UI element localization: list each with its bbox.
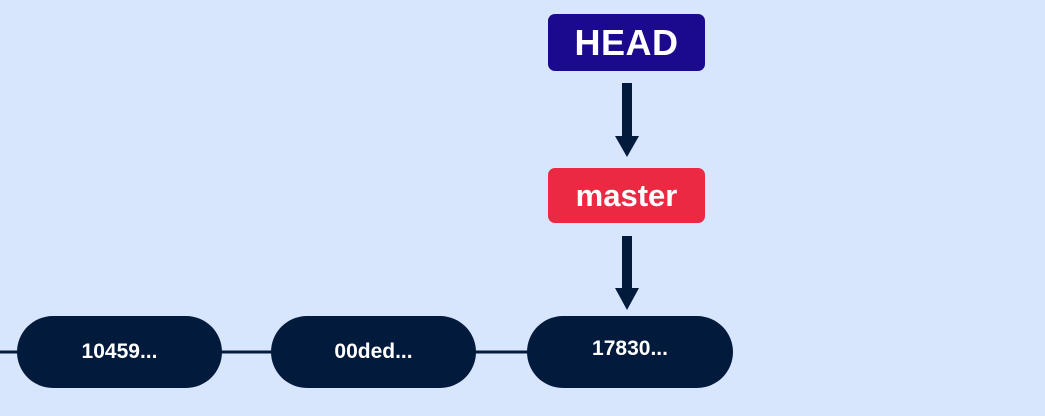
commit-node: 10459... (17, 316, 222, 388)
commit-hash: 00ded... (334, 340, 413, 363)
head-to-branch-arrow (615, 83, 639, 157)
head-label: HEAD (574, 21, 679, 63)
branch-label: master (575, 177, 678, 213)
commit-hash: 10459... (81, 340, 158, 363)
branch-to-commit-arrow (615, 236, 639, 310)
commit-node: 00ded... (271, 316, 476, 388)
branch-master: master (548, 168, 705, 223)
commit-hash: 17830... (592, 337, 668, 360)
commit-node-current: 17830... (527, 316, 733, 388)
head-pointer: HEAD (548, 14, 705, 71)
